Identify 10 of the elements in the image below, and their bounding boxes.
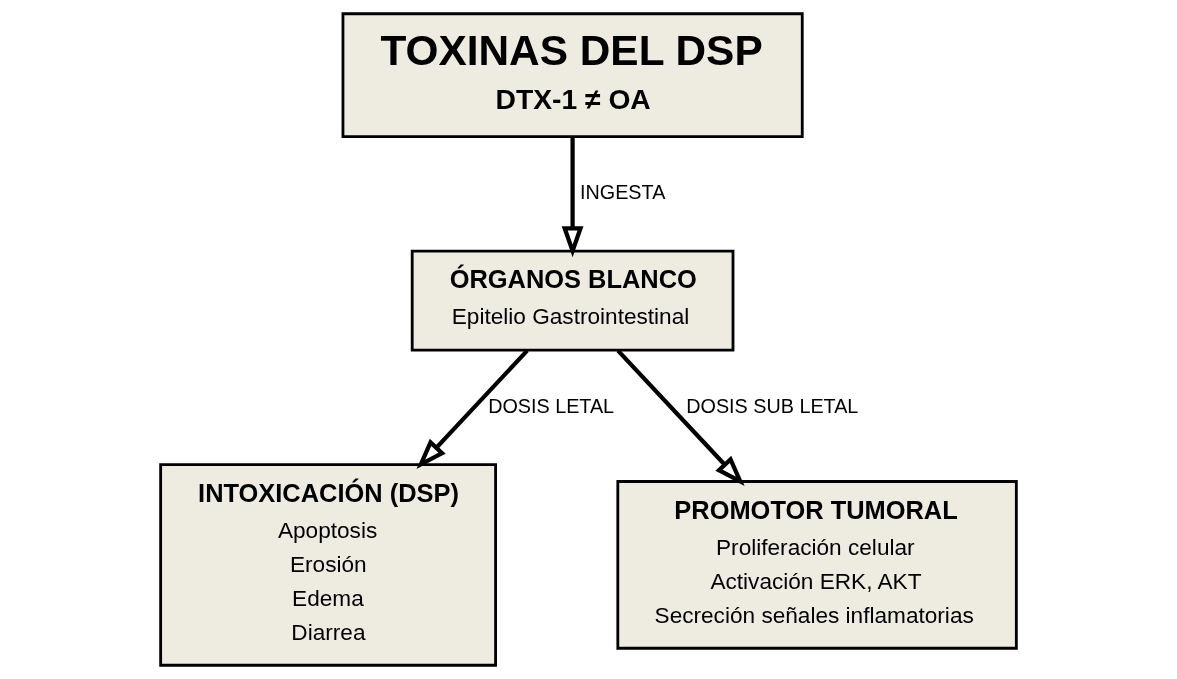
- node-box: TOXINAS DEL DSP DTX-1 ≠ OA: [341, 12, 804, 139]
- arrow: [561, 136, 584, 258]
- edge-label: DOSIS LETAL: [488, 394, 614, 417]
- node-box: PROMOTOR TUMORAL Proliferación celular Activación ERK, AKT Secreción señales inflamatorias: [616, 480, 1018, 650]
- edge-label: INGESTA: [580, 181, 665, 204]
- edge-label: DOSIS SUB LETAL: [686, 394, 858, 417]
- node-box: INTOXICACIÓN (DSP) Apoptosis Erosión Edema Diarrea: [159, 463, 497, 667]
- arrow: [616, 349, 745, 486]
- arrow: [416, 349, 529, 469]
- node-box: ÓRGANOS BLANCO Epitelio Gastrointestinal: [410, 249, 735, 352]
